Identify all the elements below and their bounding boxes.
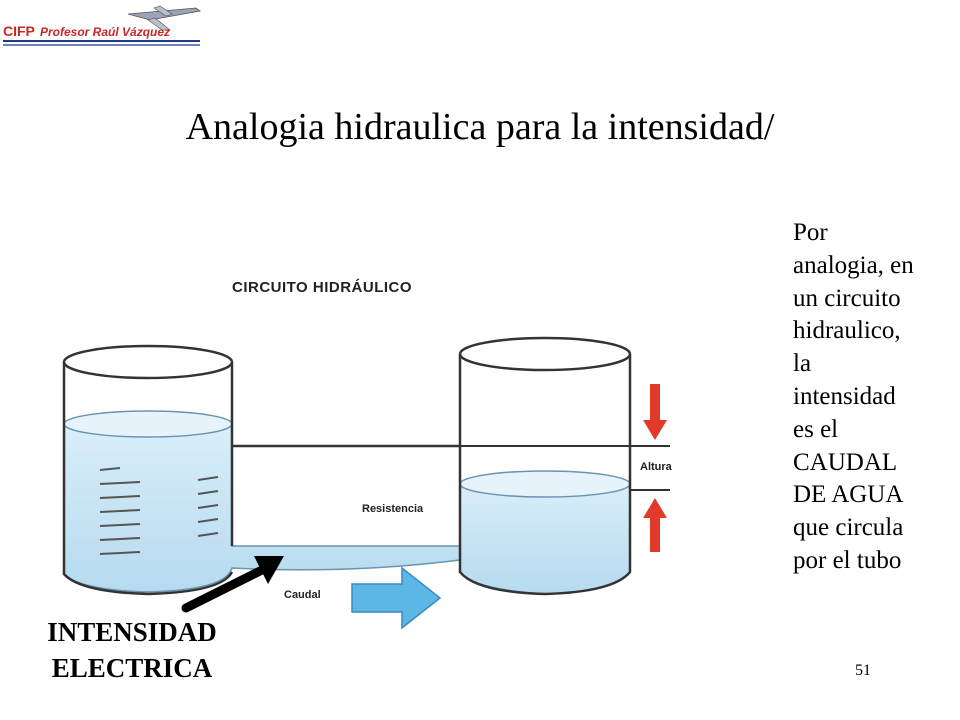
right-tank-water [459, 483, 631, 595]
left-water-surface [63, 410, 233, 438]
red-down-arrow-icon [643, 384, 667, 440]
airplane-icon [127, 5, 201, 31]
label-caudal: Caudal [284, 589, 321, 601]
logo-brand: CIFP [3, 23, 35, 39]
pointer-arrow-icon [181, 556, 284, 613]
left-tank-rim [62, 344, 234, 380]
right-tank-rim [458, 336, 632, 372]
caudal-arrow-icon [351, 566, 442, 630]
right-water-surface [459, 470, 631, 498]
page-number: 51 [855, 662, 871, 679]
label-altura: Altura [640, 461, 673, 473]
logo-author: Profesor Raúl Vázquez [40, 25, 170, 39]
right-tank [458, 354, 632, 596]
pipe-walls [231, 446, 461, 546]
altura-arrows [643, 384, 667, 552]
label-resistencia: Resistencia [362, 503, 424, 515]
diagram-heading: CIRCUITO HIDRÁULICO [232, 279, 412, 296]
red-up-arrow-icon [643, 498, 667, 552]
cifp-logo: CIFP Profesor Raúl Vázquez [3, 5, 201, 46]
left-graduation-marks [99, 467, 219, 555]
analogy-explanation: Por analogia, en un circuito hidraulico,… [793, 219, 914, 574]
intensidad-electrica-label: INTENSIDAD ELECTRICA [47, 617, 217, 683]
slide-title: Analogia hidraulica para la intensidad/ [185, 106, 775, 148]
hydraulic-circuit-diagram: CIRCUITO HIDRÁULICO Altura Resistencia C… [62, 279, 673, 630]
